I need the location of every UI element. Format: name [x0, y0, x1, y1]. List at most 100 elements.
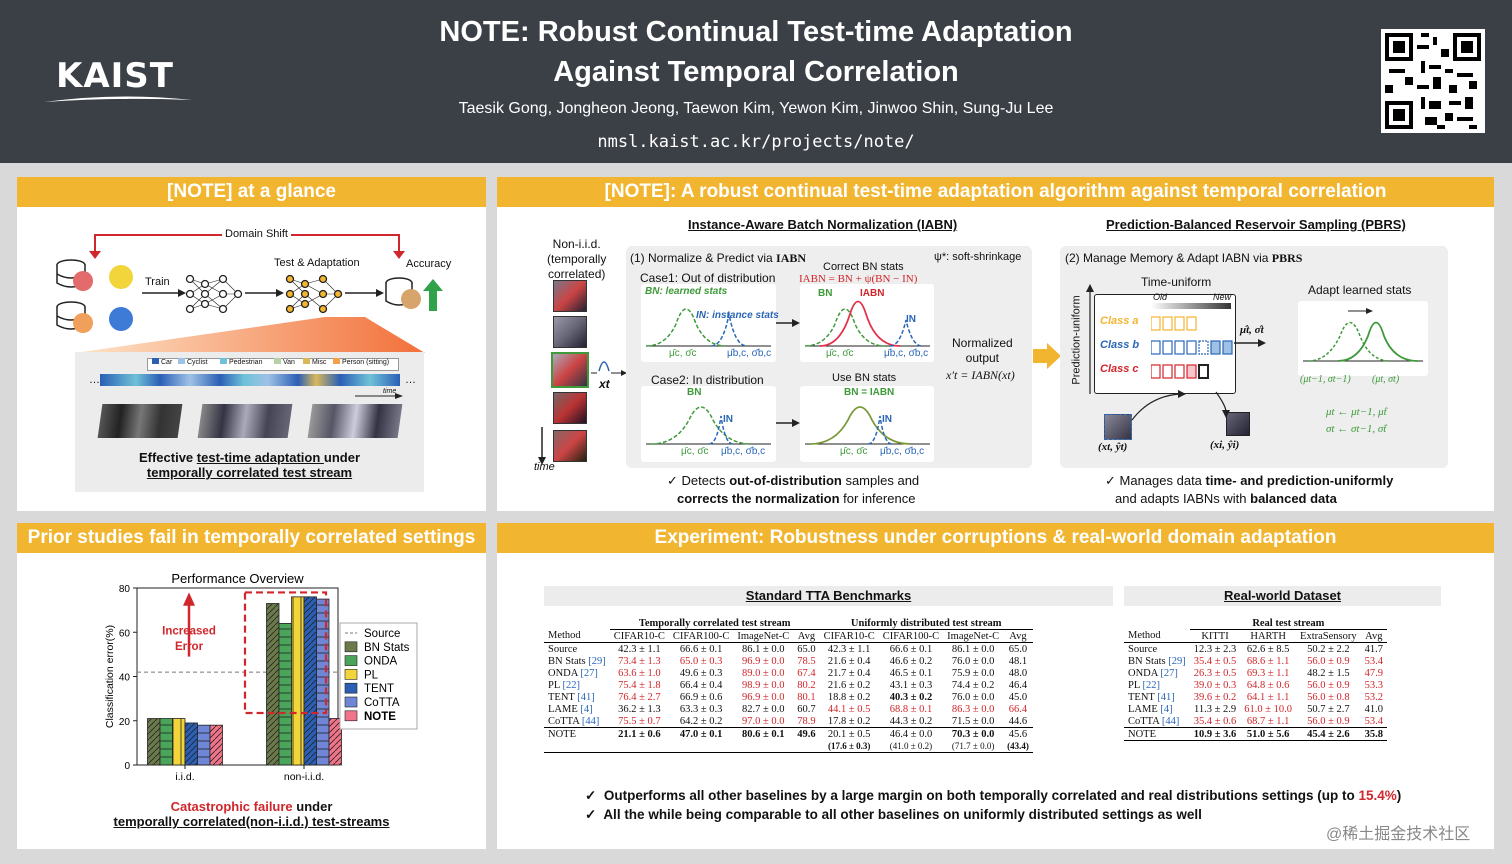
std-cell: 78.9 [793, 715, 820, 728]
legend-label: NOTE [364, 711, 396, 723]
std-cell: Source [548, 643, 578, 655]
realworld-title: Real-world Dataset [1124, 586, 1441, 606]
xy-hat-label: (xt, ŷt) [1098, 441, 1128, 453]
case1-arrow [776, 319, 800, 327]
std-cell: 66.6 ± 0.1 [679, 643, 723, 655]
std-cell: 75.9 ± 0.0 [951, 667, 995, 679]
std-cell: 46.4 [1008, 679, 1028, 691]
std-col-header: CIFAR100-C [878, 629, 944, 643]
y-tick-label: 40 [119, 673, 131, 684]
real-cell: 35.8 [1360, 727, 1387, 741]
std-cell: 44.6 [1003, 715, 1033, 728]
std-cell: 76.0 ± 0.0 [951, 655, 995, 667]
bar-hatch [160, 718, 173, 765]
real-cell: TENT [41] [1128, 691, 1175, 703]
pbrs-area: (2) Manage Memory & Adapt IABN via PBRS … [1060, 246, 1448, 468]
accuracy-up-icon [385, 277, 443, 311]
legend-label: PL [364, 669, 379, 681]
std-cell: 17.8 ± 0.2 [819, 715, 879, 728]
std-cell: 63.6 ± 1.0 [618, 667, 661, 679]
stream-bar [100, 374, 400, 386]
real-cell: 39.6 ± 0.2 [1193, 691, 1237, 703]
std-cell: 76.4 ± 2.7 [618, 691, 661, 703]
real-cell: 56.0 ± 0.9 [1307, 679, 1350, 691]
legend-label: CoTTA [364, 697, 400, 709]
database-icon [56, 259, 133, 333]
bar-hatch [197, 725, 210, 765]
bar-hatch [172, 718, 185, 765]
std-cell: 45.0 [1008, 691, 1028, 703]
std-cell [544, 740, 610, 753]
zoom-funnel [75, 317, 425, 353]
std-cell: 42.3 ± 1.1 [618, 643, 661, 655]
frame-stacks [97, 400, 403, 442]
input-frames [551, 280, 589, 470]
std-cell: 46.5 ± 0.1 [889, 667, 933, 679]
std-cell: 86.1 ± 0.0 [742, 643, 785, 655]
legend-label: Source [364, 628, 400, 640]
real-cell: 41.0 [1364, 703, 1383, 715]
std-cell [609, 740, 669, 753]
real-cell: 56.0 ± 0.8 [1307, 691, 1350, 703]
mu-prev-label: (μt−1, σt−1) [1300, 374, 1351, 385]
std-cell: 80.1 [797, 691, 816, 703]
std-cell: 65.0 ± 0.3 [679, 655, 723, 667]
real-cell: 53.3 [1364, 679, 1383, 691]
std-cell: 21.6 ± 0.2 [827, 679, 871, 691]
std-cell: LAME [4] [548, 703, 593, 715]
real-cell: 50.2 ± 2.2 [1307, 643, 1350, 655]
real-cell: CoTTA [44] [1124, 715, 1190, 728]
std-cell: 75.4 ± 1.8 [618, 679, 661, 691]
real-head: Real test stream [1189, 617, 1387, 630]
yellow-arrow-icon [1033, 343, 1061, 369]
real-cell: 39.0 ± 0.3 [1193, 679, 1237, 691]
std-col-header: CIFAR10-C [609, 629, 669, 643]
iabn-title: Instance-Aware Batch Normalization (IABN… [688, 217, 958, 232]
project-url[interactable]: nmsl.kaist.ac.kr/projects/note/ [597, 132, 915, 152]
std-cell: 21.1 ± 0.6 [618, 728, 661, 740]
xy-hat2-label: (xi, ŷi) [1210, 439, 1240, 451]
std-cell: 20.1 ± 0.5 [827, 728, 871, 740]
qr-code-icon[interactable] [1381, 29, 1485, 133]
legend-bar: Car Cyclist Pedestrian Van Misc Person (… [147, 358, 399, 371]
std-cell: 46.4 ± 0.0 [889, 728, 933, 740]
exp-check1: ✓ Outperforms all other baselines by a l… [585, 788, 1402, 803]
std-cell: 82.7 ± 0.0 [742, 703, 785, 715]
glance-title: [NOTE] at a glance [17, 177, 486, 207]
legend-swatch [344, 682, 358, 694]
legend-swatch [344, 655, 358, 666]
mu-now-label: (μt, σt) [1372, 374, 1400, 385]
stream-box: Car Cyclist Pedestrian Van Misc Person (… [75, 352, 424, 492]
bar-hatch [147, 718, 160, 765]
std-col-header: Avg [793, 629, 820, 643]
std-cell: 49.6 ± 0.3 [679, 667, 723, 679]
real-cell: NOTE [1124, 727, 1190, 741]
case2-label: Case2: In distribution [651, 373, 764, 387]
step1-label: (1) Normalize & Predict via IABN [630, 251, 807, 265]
std-cell: 60.7 [797, 703, 816, 715]
real-cell: 68.6 ± 1.1 [1246, 655, 1290, 667]
pbrs-title: Prediction-Balanced Reservoir Sampling (… [1106, 217, 1406, 232]
std-col-header: Avg [1003, 629, 1033, 643]
domain-shift-label: Domain Shift [222, 228, 291, 240]
std-col-header: CIFAR100-C [668, 629, 734, 643]
std-cell: 48.1 [1008, 655, 1028, 667]
y-tick-label: 20 [119, 717, 131, 728]
experiment-title: Experiment: Robustness under corruptions… [497, 523, 1494, 553]
time-label: time [534, 461, 555, 473]
real-cell: 10.9 ± 3.6 [1189, 727, 1241, 741]
std-cell: (17.6 ± 0.3) [819, 740, 879, 753]
bar-hatch [185, 722, 198, 765]
std-col-header: ImageNet-C [733, 629, 794, 643]
bar-hatch [304, 596, 317, 765]
bar-hatch [279, 623, 292, 765]
bar-hatch [210, 725, 223, 765]
